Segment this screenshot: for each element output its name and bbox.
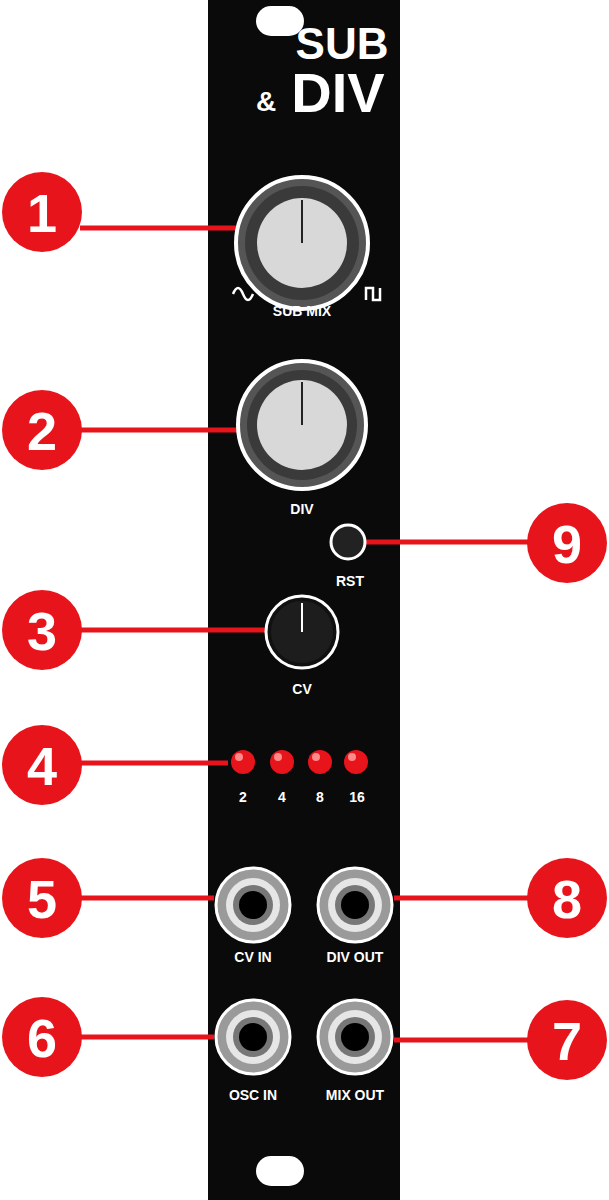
- led-label: 16: [349, 790, 365, 804]
- callout-number: 5: [27, 872, 57, 926]
- sub-mix-knob: [236, 177, 368, 309]
- control-label: RST: [336, 574, 364, 588]
- jack-label: DIV OUT: [327, 950, 384, 964]
- panel-title: &: [256, 88, 276, 116]
- control-label: SUB MIX: [273, 304, 331, 318]
- cv-knob: [266, 596, 338, 668]
- jack-label: OSC IN: [229, 1088, 277, 1102]
- callout-number: 6: [27, 1011, 57, 1065]
- callout-number: 4: [27, 739, 57, 793]
- panel: [208, 0, 400, 1200]
- led-label: 4: [278, 790, 286, 804]
- leds: [231, 750, 368, 774]
- jack-label: MIX OUT: [326, 1088, 384, 1102]
- control-label: CV: [292, 682, 311, 696]
- div-knob: [238, 361, 366, 489]
- callout-number: 9: [552, 517, 582, 571]
- callout-number: 1: [27, 186, 57, 240]
- panel-title: DIV: [291, 65, 384, 121]
- led-label: 2: [239, 790, 247, 804]
- callout-circles: [2, 172, 607, 1080]
- callout-number: 8: [552, 872, 582, 926]
- sine-symbol: [233, 288, 253, 300]
- callout-number: 2: [27, 404, 57, 458]
- control-label: DIV: [290, 502, 313, 516]
- panel-title: SUB: [296, 22, 389, 66]
- reset-button: [331, 525, 365, 559]
- square-symbol: [366, 288, 380, 300]
- jacks: [216, 868, 392, 1074]
- callout-number: 3: [27, 604, 57, 658]
- mount-hole: [256, 1156, 304, 1186]
- jack-label: CV IN: [234, 950, 271, 964]
- callout-number: 7: [552, 1014, 582, 1068]
- leader-lines: [80, 228, 529, 1040]
- led-label: 8: [316, 790, 324, 804]
